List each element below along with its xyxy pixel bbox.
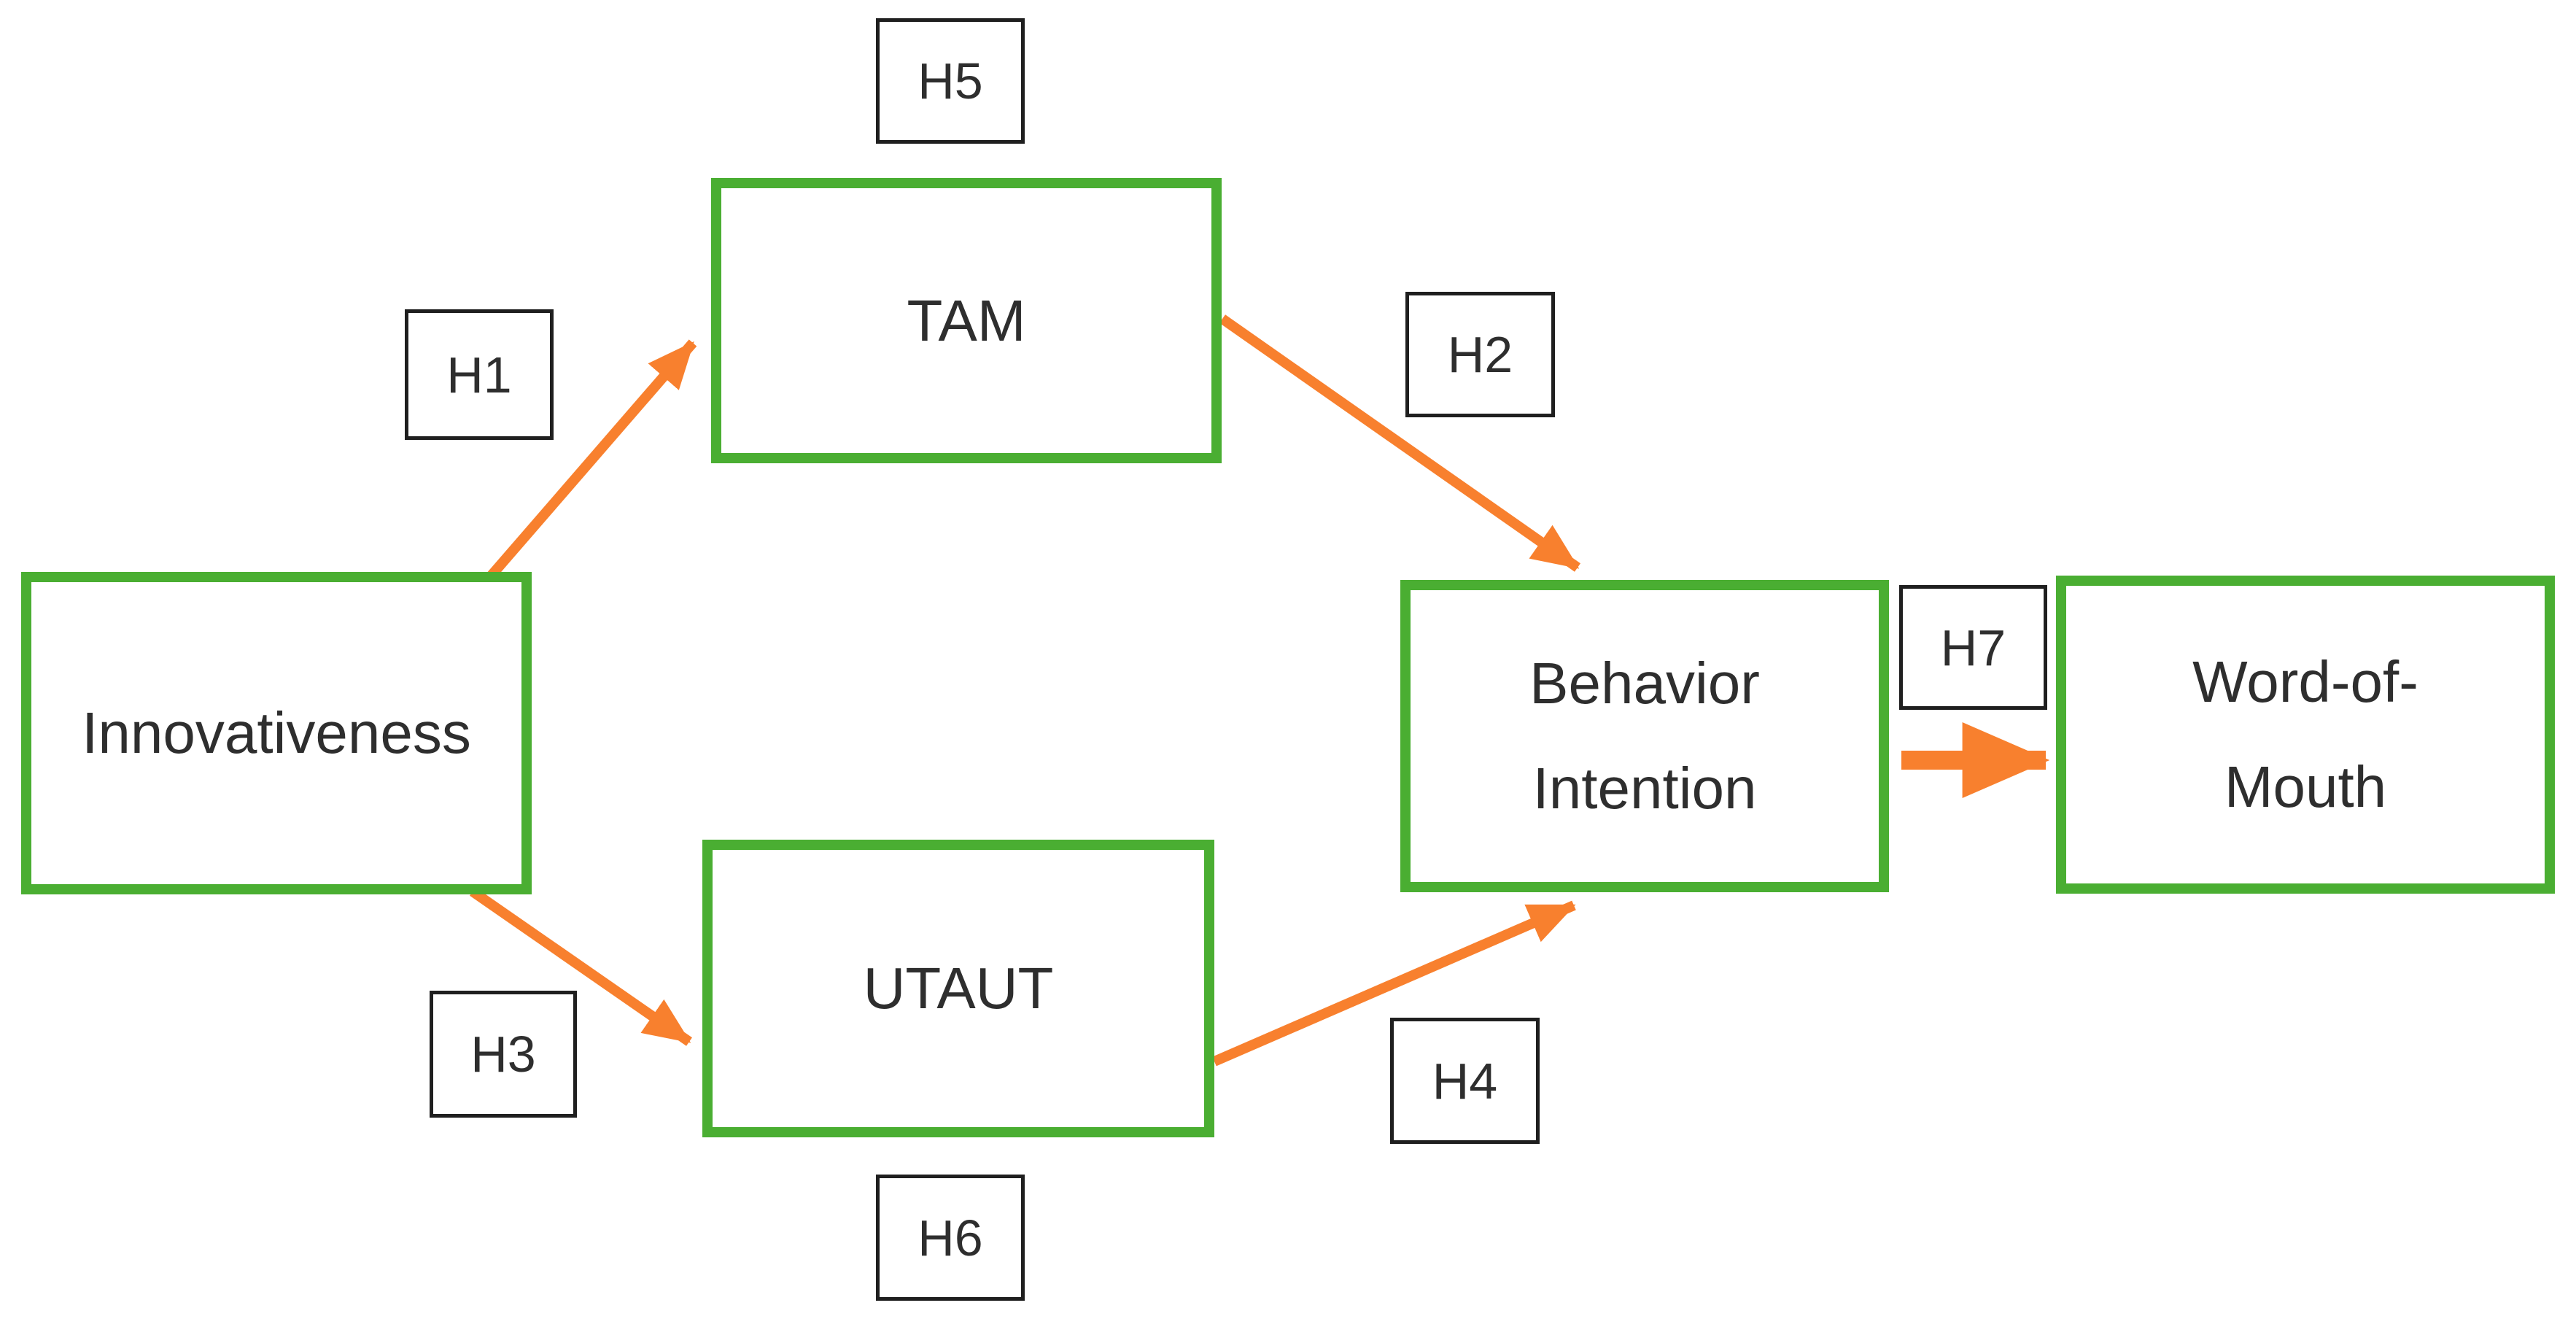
hypothesis-h7-label: H7 [1940, 619, 2006, 676]
node-word-of-mouth-label-line1: Word-of- [2192, 649, 2418, 714]
node-behavior-intention: Behavior Intention [1400, 580, 1889, 892]
arrow-h1-innovativeness-to-tam [480, 339, 697, 587]
node-behavior-intention-label-line2: Intention [1532, 756, 1757, 821]
hypothesis-box-h1: H1 [405, 309, 554, 440]
hypothesis-box-h4: H4 [1390, 1018, 1540, 1144]
hypothesis-h6-label: H6 [917, 1209, 983, 1266]
node-innovativeness: Innovativeness [21, 572, 532, 894]
node-word-of-mouth: Word-of- Mouth [2056, 576, 2555, 894]
node-tam-label: TAM [907, 287, 1026, 353]
hypothesis-box-h2: H2 [1405, 292, 1555, 417]
hypothesis-h3-label: H3 [470, 1026, 536, 1083]
node-utaut: UTAUT [702, 840, 1214, 1137]
hypothesis-box-h3: H3 [430, 991, 577, 1118]
arrow-h4-utaut-to-behavior-intention [1212, 900, 1576, 1067]
node-tam: TAM [711, 178, 1222, 463]
node-utaut-label: UTAUT [863, 956, 1054, 1021]
hypothesis-box-h5: H5 [876, 18, 1025, 144]
hypothesis-h4-label: H4 [1432, 1052, 1498, 1110]
arrow-h2-tam-to-behavior-intention [1219, 314, 1581, 572]
hypothesis-h1-label: H1 [446, 346, 512, 403]
node-innovativeness-label: Innovativeness [82, 700, 471, 765]
hypothesis-box-h7: H7 [1899, 585, 2047, 710]
hypothesis-box-h6: H6 [876, 1175, 1025, 1301]
node-behavior-intention-label-line1: Behavior [1529, 651, 1760, 716]
node-word-of-mouth-label-line2: Mouth [2224, 754, 2387, 819]
arrow-h3-innovativeness-to-utaut [470, 887, 692, 1046]
hypothesis-h2-label: H2 [1447, 326, 1513, 383]
hypothesis-h5-label: H5 [917, 53, 983, 109]
